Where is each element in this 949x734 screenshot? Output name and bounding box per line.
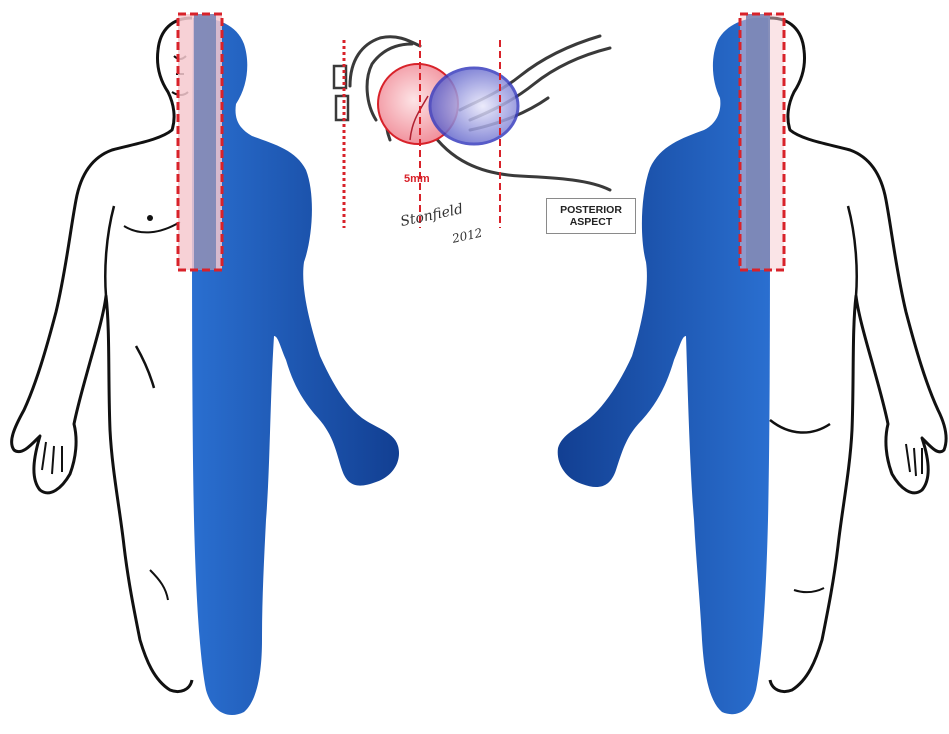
inset-lesion-blue — [430, 68, 518, 144]
anterior-pain-region — [192, 18, 399, 715]
posterior-figure — [558, 14, 946, 714]
posterior-highlight-core — [746, 14, 770, 270]
anterior-arm-inner — [105, 206, 114, 296]
posterior-arm-inner — [848, 206, 857, 296]
posterior-right-hand — [906, 444, 922, 476]
posterior-buttock-line — [770, 420, 830, 433]
inset-signature-year: 2012 — [450, 226, 484, 246]
inset-measurement-label: 5mm — [404, 173, 430, 185]
anterior-chest-line — [124, 222, 180, 232]
posterior-knee-line — [794, 588, 824, 592]
posterior-aspect-label: POSTERIOR ASPECT — [546, 198, 636, 234]
anterior-hip-line — [136, 346, 154, 388]
posterior-pain-region — [558, 18, 770, 715]
aspect-label-line-1: POSTERIOR — [560, 204, 622, 216]
inset-signature: Stonfield — [399, 201, 465, 230]
aspect-label-line-2: ASPECT — [570, 216, 613, 228]
anterior-knee-line — [150, 570, 168, 600]
anterior-highlight-core — [194, 14, 216, 270]
anterior-nipple — [147, 215, 153, 221]
inset-vertebra — [334, 66, 348, 120]
anterior-left-hand — [42, 442, 62, 474]
